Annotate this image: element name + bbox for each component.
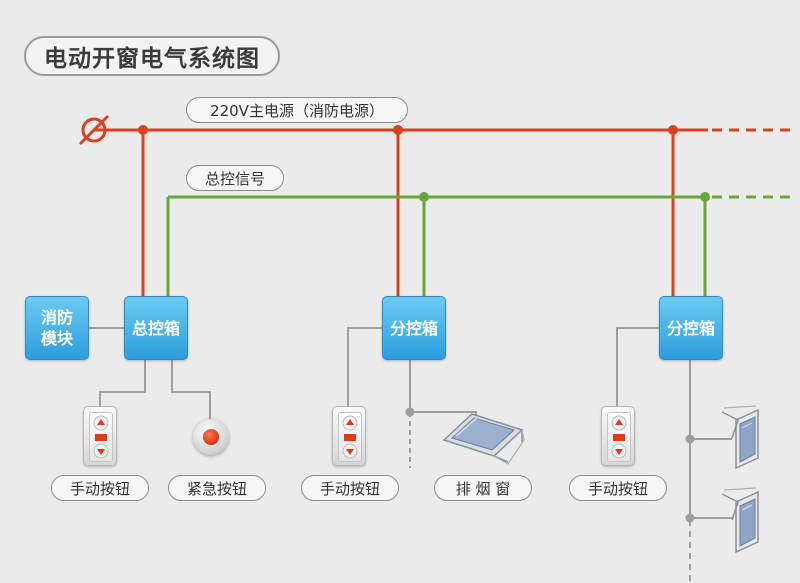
sub-control-label-1: 分控箱: [389, 318, 438, 338]
power-line: [94, 128, 792, 296]
vertical-window-icon: [721, 405, 759, 470]
sub-control-box-1[interactable]: 分控箱: [382, 296, 446, 360]
ground-symbol-icon: [78, 114, 110, 146]
manual-button-label-3: 手动按钮: [569, 475, 667, 501]
control-wiring: [89, 327, 732, 583]
fire-module-box[interactable]: 消防 模块: [25, 296, 89, 360]
main-control-label: 总控箱: [131, 318, 180, 338]
main-control-box[interactable]: 总控箱: [124, 296, 188, 360]
power-line-label: 220V主电源（消防电源）: [186, 97, 408, 123]
rocker-switch-icon[interactable]: [83, 406, 117, 466]
control-junctions: [405, 407, 695, 523]
manual-button-label-2: 手动按钮: [301, 475, 399, 501]
emergency-button-label: 紧急按钮: [168, 475, 266, 501]
signal-line-label: 总控信号: [186, 165, 284, 191]
fire-module-label-line2: 模块: [40, 329, 73, 348]
smoke-window-label: 排 烟 窗: [434, 475, 532, 501]
power-junctions: [138, 125, 678, 135]
rocker-switch-icon[interactable]: [601, 406, 635, 466]
signal-junctions: [419, 192, 710, 202]
emergency-stop-icon[interactable]: [193, 419, 229, 455]
vertical-window-icon: [721, 487, 759, 554]
skylight-window-icon: [442, 413, 525, 465]
fire-module-label-line1: 消防: [40, 308, 73, 327]
sub-control-label-2: 分控箱: [666, 318, 715, 338]
rocker-switch-icon[interactable]: [332, 406, 366, 466]
sub-control-box-2[interactable]: 分控箱: [659, 296, 723, 360]
page-title: 电动开窗电气系统图: [24, 36, 280, 76]
signal-line: [166, 195, 792, 296]
manual-button-label-1: 手动按钮: [51, 475, 149, 501]
